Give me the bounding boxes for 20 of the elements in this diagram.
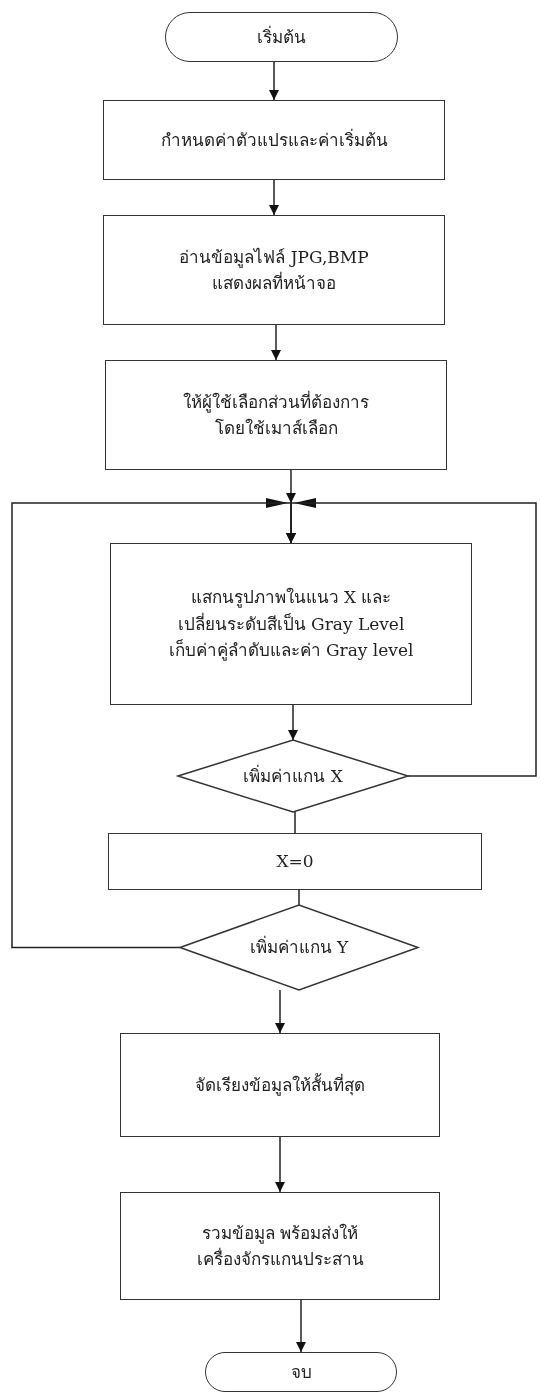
process-box <box>120 1033 440 1137</box>
node-label: ให้ผู้ใช้เลือกส่วนที่ต้องการ โดยใช้เมาส์เลือก <box>182 389 370 440</box>
decision-diamond <box>180 905 418 990</box>
process-box <box>103 100 445 180</box>
node-label: จบ <box>289 1360 313 1384</box>
process-box <box>105 360 447 470</box>
process-box <box>110 543 472 705</box>
node-label: กำหนดค่าตัวแปรและค่าเริ่มต้น <box>159 127 389 152</box>
process-box <box>103 215 445 325</box>
node-label: รวมข้อมูล พร้อมส่งให้ เครื่องจักรแกนประสาน <box>195 1221 365 1271</box>
node-label: เพิ่มค่าแกน X <box>242 763 344 788</box>
node-label: อ่านข้อมูลไฟล์ JPG,BMP แสดงผลที่หน้าจอ <box>178 245 370 295</box>
decision-diamond <box>178 740 408 812</box>
process-box <box>120 1192 440 1300</box>
node-label: จัดเรียงข้อมูลให้สั้นที่สุด <box>194 1072 366 1098</box>
node-label: X=0 <box>275 850 315 874</box>
node-label: แสกนรูปภาพในแนว X และ เปลี่ยนระดับสีเป็น Gray Level เก็บค่าคู่ลำดับและค่า Gray level <box>167 586 415 663</box>
node-label: เริ่มต้น <box>256 24 307 49</box>
process-box <box>108 833 482 890</box>
node-label: เพิ่มค่าแกน Y <box>248 934 350 960</box>
